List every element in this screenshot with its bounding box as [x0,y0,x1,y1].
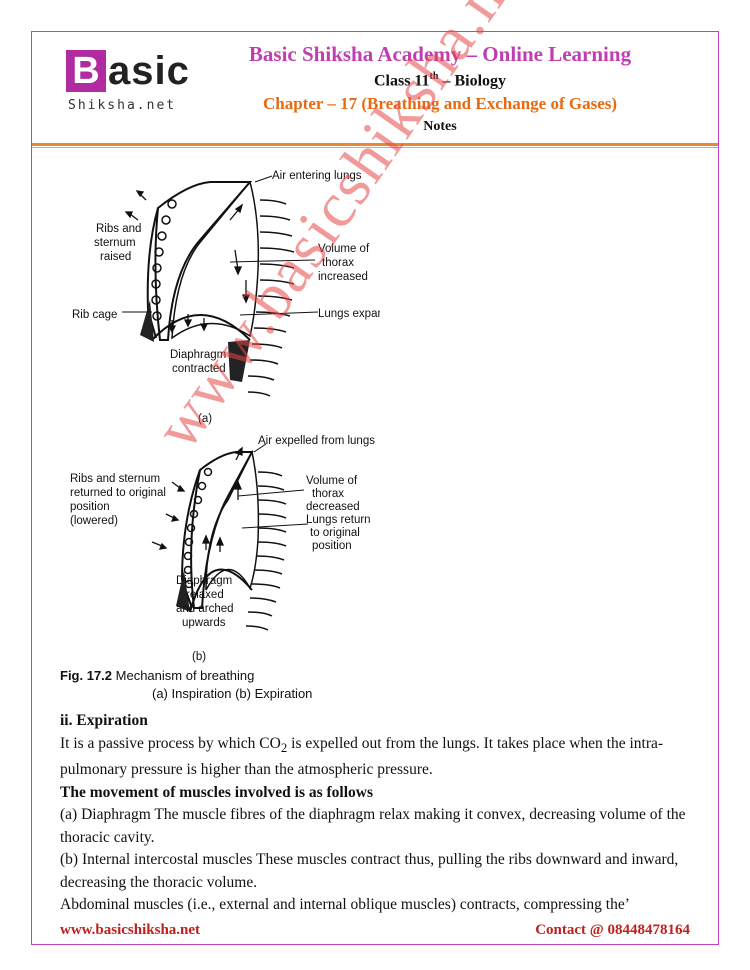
label-ribs-raised-3: raised [100,251,131,263]
label-diaphragm-relaxed-3: and arched [176,603,234,615]
notes-label: Notes [200,119,680,135]
label-ribs-raised-2: sternum [94,237,136,249]
label-ribs-raised-1: Ribs and [96,223,141,235]
diagram-b-expiration: Air expelled from lungs Ribs and sternum… [70,435,375,663]
label-lungs-return-1: Lungs return [306,514,371,526]
section-heading-muscles: The movement of muscles involved is as f… [60,782,710,805]
label-lungs-expanded: Lungs expanded [318,308,380,320]
footer-contact: Contact @ 08448478164 [535,922,690,939]
label-ribs-returned-1: Ribs and sternum [70,473,160,485]
figure-title: Mechanism of breathing [112,668,254,683]
paragraph-expiration: It is a passive process by which CO2 is … [60,733,710,782]
label-volume-decreased-3: decreased [306,501,360,513]
section-heading-expiration: ii. Expiration [60,710,710,733]
paragraph-intercostal: (b) Internal intercostal muscles These m… [60,849,710,894]
label-figure-b: (b) [192,651,206,663]
label-diaphragm-relaxed-2: relaxed [186,589,224,601]
label-diaphragm-relaxed-1: Diaphragm [176,575,232,587]
figure-number: Fig. 17.2 [60,668,112,683]
label-ribs-returned-4: (lowered) [70,515,118,527]
figure-caption-line1: Fig. 17.2 Mechanism of breathing [60,668,254,683]
label-lungs-return-2: to original [310,527,360,539]
label-air-expelled: Air expelled from lungs [258,435,375,447]
basic-shiksha-logo: B asic Shiksha.net [66,48,194,118]
label-ribs-returned-2: returned to original [70,487,166,499]
figure-caption-line2: (a) Inspiration (b) Expiration [152,686,312,701]
label-lungs-return-3: position [312,540,352,552]
paragraph-expiration-part1: It is a passive process by which CO [60,735,281,752]
label-rib-cage: Rib cage [72,309,117,321]
paragraph-abdominal: Abdominal muscles (i.e., external and in… [60,894,710,917]
logo-subtitle: Shiksha.net [68,98,176,113]
footer-website-link[interactable]: www.basicshiksha.net [60,922,200,939]
label-volume-decreased-1: Volume of [306,475,358,487]
notes-body: ii. Expiration It is a passive process b… [60,710,710,917]
logo-word: asic [108,48,190,94]
logo-letter-b: B [66,50,106,92]
paragraph-diaphragm: (a) Diaphragm The muscle fibres of the d… [60,804,710,849]
label-ribs-returned-3: position [70,501,110,513]
label-volume-decreased-2: thorax [312,488,344,500]
label-diaphragm-relaxed-4: upwards [182,617,226,629]
